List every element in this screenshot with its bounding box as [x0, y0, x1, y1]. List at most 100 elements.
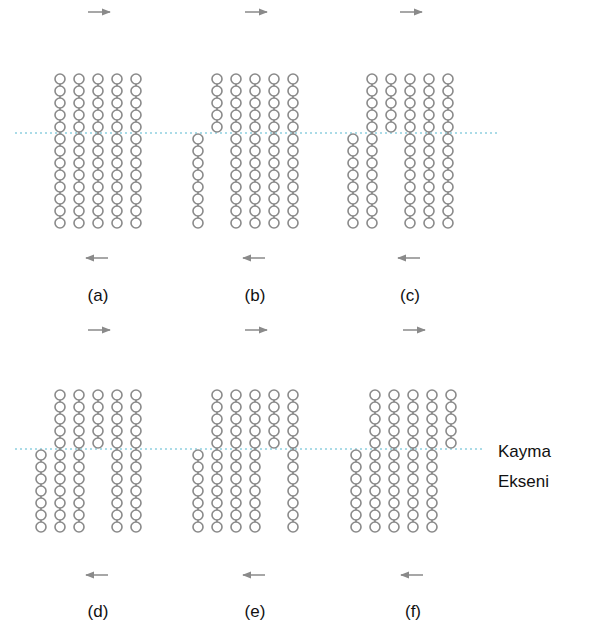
chain-bead [112, 498, 122, 508]
chain-bead [288, 158, 298, 168]
chain-bead [288, 206, 298, 216]
chain-bead [131, 498, 141, 508]
panel-label: (d) [88, 602, 109, 622]
chain-bead [131, 522, 141, 532]
chain-bead [74, 522, 84, 532]
chain-bead [36, 474, 46, 484]
chain-bead [231, 438, 241, 448]
chain-bead [288, 110, 298, 120]
chain-bead [443, 206, 453, 216]
chain-bead [112, 134, 122, 144]
chain-bead [74, 438, 84, 448]
chain-bead [112, 426, 122, 436]
chain-bead [288, 498, 298, 508]
chain-bead [367, 134, 377, 144]
chain-bead [93, 206, 103, 216]
chain-bead [74, 498, 84, 508]
chain-bead [112, 158, 122, 168]
shear-arrow [86, 574, 108, 576]
chain-bead [367, 86, 377, 96]
chain-bead [55, 474, 65, 484]
chain-bead [250, 134, 260, 144]
chain-bead [405, 122, 415, 132]
chain-bead [93, 414, 103, 424]
chain-bead [405, 110, 415, 120]
chain-bead [55, 414, 65, 424]
chain-bead [386, 74, 396, 84]
chain-bead [443, 194, 453, 204]
chain-bead [250, 218, 260, 228]
chain-bead [250, 486, 260, 496]
chain-bead [250, 462, 260, 472]
chain-bead [112, 486, 122, 496]
chain-bead [250, 498, 260, 508]
chain-bead [93, 86, 103, 96]
chain-bead [427, 510, 437, 520]
chain-bead [74, 122, 84, 132]
chain-bead [74, 206, 84, 216]
chain-bead [250, 206, 260, 216]
chain-bead [424, 98, 434, 108]
chain-bead [93, 182, 103, 192]
chain-bead [193, 206, 203, 216]
chain-bead [250, 98, 260, 108]
chain-bead [74, 402, 84, 412]
chain-bead [250, 474, 260, 484]
chain-bead [389, 438, 399, 448]
chain-bead [193, 450, 203, 460]
chain-bead [288, 182, 298, 192]
chain-bead [231, 206, 241, 216]
chain-bead [74, 462, 84, 472]
chain-bead [231, 462, 241, 472]
chain-bead [250, 390, 260, 400]
chain-bead [348, 170, 358, 180]
chain-bead [131, 438, 141, 448]
chain-bead [231, 486, 241, 496]
chain-panel [348, 74, 453, 228]
chain-bead [269, 390, 279, 400]
shear-arrow [401, 574, 423, 576]
chain-bead [231, 146, 241, 156]
chain-bead [424, 74, 434, 84]
chain-bead [367, 158, 377, 168]
chain-panel [193, 74, 298, 228]
chain-bead [351, 450, 361, 460]
chain-bead [250, 426, 260, 436]
chain-bead [389, 522, 399, 532]
chain-bead [212, 98, 222, 108]
chain-bead [288, 86, 298, 96]
chain-bead [93, 74, 103, 84]
chain-bead [212, 426, 222, 436]
chain-bead [405, 86, 415, 96]
chain-bead [408, 414, 418, 424]
shear-arrow [86, 257, 108, 259]
chain-bead [231, 110, 241, 120]
chain-bead [55, 510, 65, 520]
chain-bead [112, 86, 122, 96]
chain-bead [74, 134, 84, 144]
chain-bead [231, 86, 241, 96]
chain-bead [386, 86, 396, 96]
chain-bead [351, 498, 361, 508]
chain-bead [55, 450, 65, 460]
chain-bead [55, 194, 65, 204]
chain-bead [36, 510, 46, 520]
chain-bead [269, 98, 279, 108]
chain-bead [212, 450, 222, 460]
chain-bead [443, 182, 453, 192]
chain-bead [288, 486, 298, 496]
chain-bead [231, 402, 241, 412]
chain-bead [351, 474, 361, 484]
chain-bead [212, 122, 222, 132]
chain-bead [348, 182, 358, 192]
chain-bead [55, 122, 65, 132]
chain-bead [250, 522, 260, 532]
chain-bead [55, 498, 65, 508]
chain-bead [367, 194, 377, 204]
chain-bead [212, 522, 222, 532]
chain-bead [212, 74, 222, 84]
chain-bead [405, 182, 415, 192]
chain-bead [348, 146, 358, 156]
chain-bead [408, 498, 418, 508]
